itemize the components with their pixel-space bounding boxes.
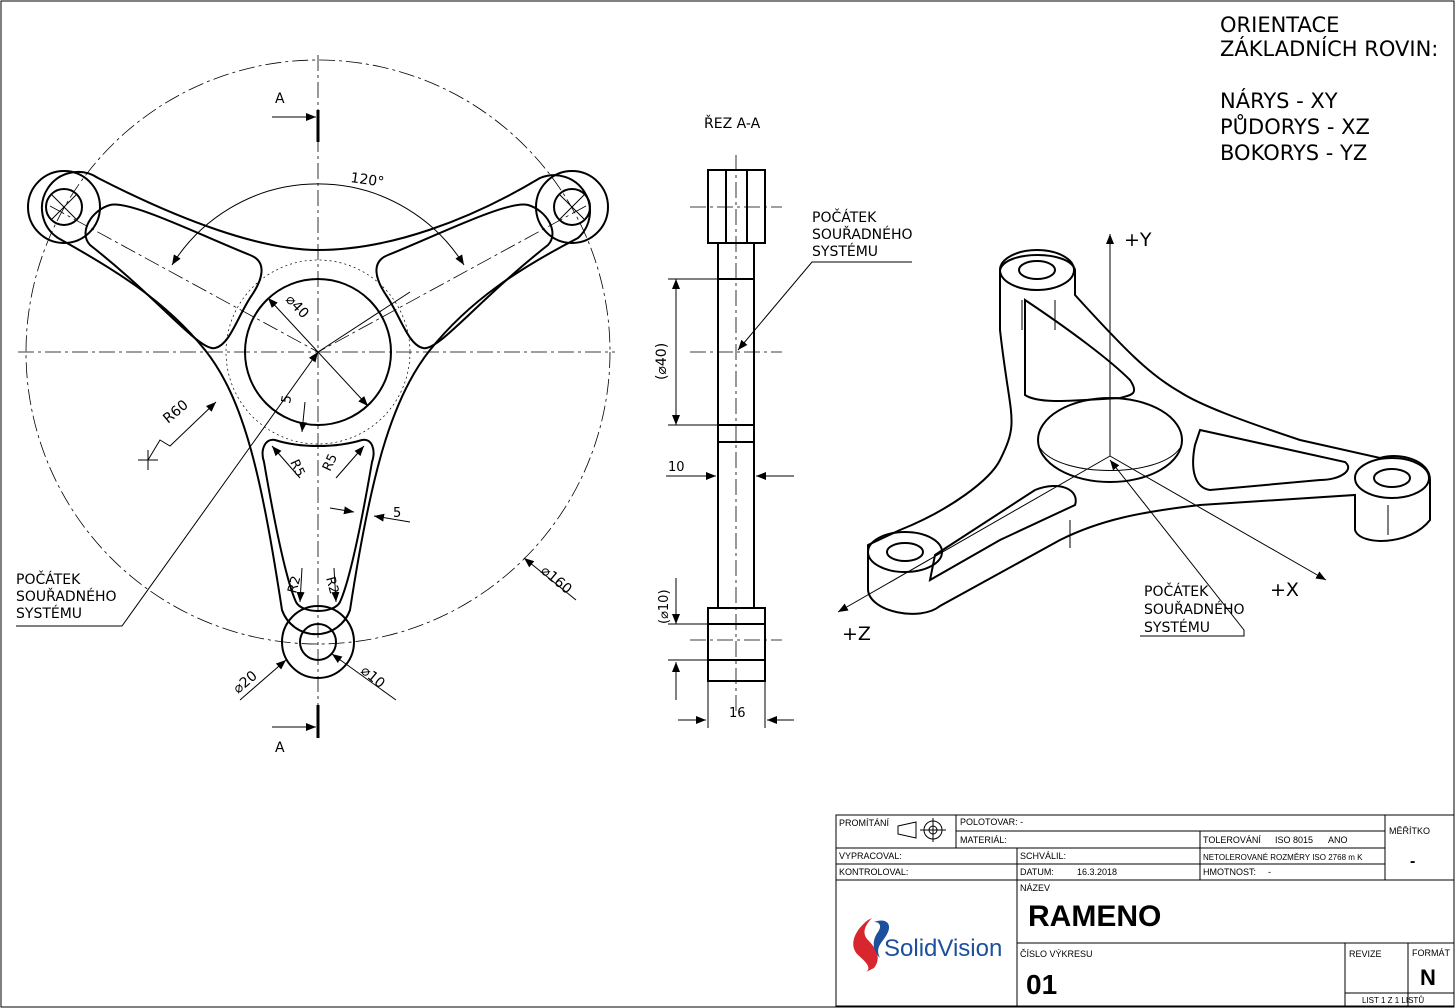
orientation-narys: NÁRYS - XY: [1220, 88, 1338, 113]
tb-nazev-value: RAMENO: [1028, 900, 1161, 933]
iso-boss-top: [999, 249, 1075, 291]
eye-boss-right: [535, 170, 609, 244]
tb-iso8015: ISO 8015: [1275, 835, 1313, 845]
iso-boss-right: [1354, 457, 1430, 499]
section-view: ŘEZ A-A (⌀40) 10 (⌀10): [654, 115, 913, 728]
section-dim-10: 10: [668, 460, 685, 475]
section-title: ŘEZ A-A: [704, 115, 761, 132]
center-bore: [244, 278, 392, 426]
tb-netolerovane: NETOLEROVANÉ ROZMĚRY ISO 2768 m K: [1203, 853, 1363, 862]
tb-format-value: N: [1420, 965, 1436, 990]
tb-kontroloval: KONTROLOVAL:: [839, 867, 908, 877]
isometric-view: +Y +X +Z POČÁTEK SOUŘADNÉHO SYSTÉMU: [837, 229, 1431, 645]
dim-r5-right: R5: [320, 452, 341, 474]
section-marker-bottom: A: [275, 740, 285, 756]
origin-label-iso-1: POČÁTEK: [1144, 582, 1209, 600]
dim-d10: ⌀10: [357, 663, 387, 692]
origin-label-section-2: SOUŘADNÉHO: [812, 226, 913, 243]
eye-boss-bottom: [281, 605, 355, 679]
title-block: PROMÍTÁNÍ POLOTOVAR: - MATERIÁL: TOLEROV…: [835, 814, 1455, 1007]
tb-datum-value: 16.3.2018: [1077, 867, 1117, 877]
tb-schvalil: SCHVÁLIL:: [1020, 851, 1066, 861]
dim-5-rib: 5: [393, 506, 401, 521]
dim-r5-left: R5: [286, 457, 307, 479]
tb-vypracoval: VYPRACOVAL:: [839, 851, 902, 861]
pocket-left: [84, 203, 263, 350]
tb-datum: DATUM:: [1020, 867, 1054, 877]
axis-z-label: +Z: [842, 623, 871, 645]
origin-label-section-3: SYSTÉMU: [812, 243, 878, 260]
tb-list: LIST 1 Z 1 LISTŮ: [1362, 996, 1424, 1005]
tb-revize: REVIZE: [1349, 949, 1382, 959]
dim-5-hub: 5: [279, 394, 295, 405]
tb-cislo: ČÍSLO VÝKRESU: [1020, 949, 1093, 959]
tb-cislo-value: 01: [1026, 969, 1057, 1000]
section-dim-d10: (⌀10): [657, 589, 672, 624]
logo-text: SolidVision: [884, 935, 1002, 962]
eye-hole-right: [553, 188, 591, 226]
origin-label-front-3: SYSTÉMU: [16, 605, 82, 622]
iso-boss-front: [867, 531, 943, 573]
orientation-note: ORIENTACE ZÁKLADNÍCH ROVIN: NÁRYS - XY P…: [1220, 13, 1438, 165]
dim-d160: ⌀160: [537, 563, 574, 598]
orientation-title-2: ZÁKLADNÍCH ROVIN:: [1220, 36, 1438, 61]
tb-hmotnost: HMOTNOST:: [1203, 867, 1256, 877]
axis-x-label: +X: [1270, 579, 1299, 601]
axis-y-label: +Y: [1124, 229, 1152, 251]
tb-material: MATERIÁL:: [960, 835, 1007, 845]
dim-d20: ⌀20: [230, 668, 260, 697]
iso-pocket-right: [1192, 428, 1350, 492]
dim-r2-right: R2: [322, 575, 341, 596]
tb-nazev: NÁZEV: [1020, 883, 1050, 893]
pocket-bottom: [261, 438, 375, 612]
iso-pocket-front: [928, 485, 1077, 582]
origin-label-front-1: POČÁTEK: [16, 570, 81, 588]
iso-body-outline: [867, 254, 1431, 615]
dim-r60: R60: [160, 397, 191, 427]
orientation-bokorys: BOKORYS - YZ: [1220, 141, 1367, 165]
origin-label-iso-3: SYSTÉMU: [1144, 619, 1210, 636]
front-view: A A 120° ⌀40 R60 5 R5 R5 5 R2 R2 ⌀160: [16, 55, 615, 756]
section-marker-top: A: [275, 91, 285, 107]
iso-pocket-upper: [1024, 298, 1136, 402]
angle-120-label: 120°: [349, 170, 385, 191]
tb-polotovar: POLOTOVAR: -: [960, 817, 1023, 827]
origin-label-section-1: POČÁTEK: [812, 208, 877, 226]
eye-hole-bottom: [299, 623, 337, 661]
orientation-title-1: ORIENTACE: [1220, 13, 1339, 37]
tb-ano: ANO: [1328, 835, 1348, 845]
part-outline: [40, 170, 591, 636]
pitch-circle-d160: [25, 59, 611, 645]
tb-tolerovani: TOLEROVÁNÍ: [1203, 835, 1261, 845]
dim-r2-left: R2: [285, 574, 304, 595]
section-dim-d40: (⌀40): [654, 343, 670, 380]
origin-label-front-2: SOUŘADNÉHO: [16, 588, 117, 605]
orientation-pudorys: PŮDORYS - XZ: [1220, 113, 1370, 139]
tb-meritko-value: -: [1410, 853, 1415, 870]
tb-promitani: PROMÍTÁNÍ: [839, 818, 890, 828]
section-dim-16: 16: [729, 706, 746, 721]
pocket-right: [375, 203, 554, 350]
eye-hole-left: [45, 188, 83, 226]
tb-format: FORMÁT: [1412, 948, 1450, 958]
eye-boss-left: [27, 170, 101, 244]
tb-hmotnost-value: -: [1268, 867, 1271, 877]
projection-symbol-icon: [897, 821, 917, 839]
angle-dimension-arc: [171, 183, 465, 266]
tb-meritko: MĚŘÍTKO: [1389, 826, 1430, 836]
solidvision-logo-icon: [853, 918, 890, 972]
origin-label-iso-2: SOUŘADNÉHO: [1144, 601, 1245, 618]
